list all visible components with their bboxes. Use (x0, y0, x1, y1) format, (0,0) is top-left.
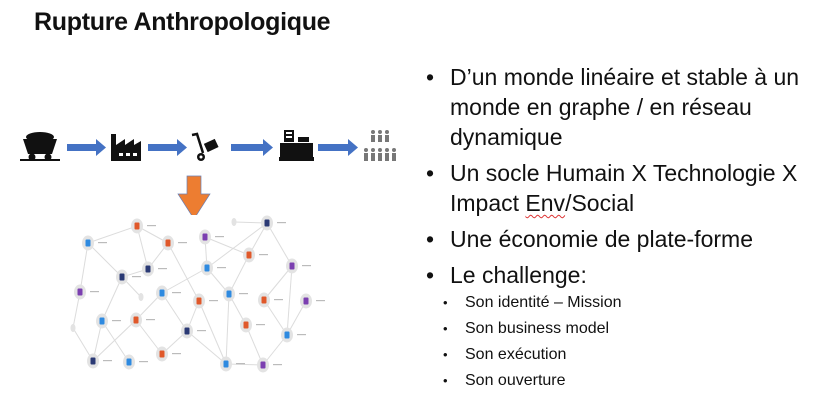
network-node-icon (156, 285, 181, 301)
bullet-text: /Social (565, 190, 635, 216)
bullet-list: D’un monde linéaire et stable à un monde… (424, 62, 834, 394)
network-edge (161, 267, 208, 294)
network-node-icon (130, 312, 155, 328)
network-node-icon (281, 327, 306, 343)
network-edge (198, 300, 227, 365)
network-edge (266, 222, 293, 267)
network-edge (228, 254, 250, 295)
factory-icon (111, 134, 141, 161)
network-edge (87, 242, 123, 278)
network-edge (245, 324, 264, 366)
bullet-item: Une économie de plate-forme (424, 224, 834, 254)
arrow-icon (148, 139, 187, 156)
network-edge (206, 222, 268, 269)
bullet-item: Le challenge: (424, 260, 834, 290)
network-node-icon (181, 323, 206, 339)
network-edge (263, 299, 288, 336)
network-edge (101, 320, 130, 363)
network-node-icon (74, 284, 99, 300)
hand-truck-icon (191, 132, 219, 161)
network-edge (186, 330, 227, 365)
network-edge (79, 242, 89, 293)
network-edge (204, 236, 250, 256)
network-edge (225, 363, 264, 366)
network-node-icon (258, 292, 283, 308)
network-node-icon (116, 269, 141, 285)
down-arrow-icon (177, 175, 211, 215)
network-edge (225, 293, 230, 365)
network-node-icon (300, 293, 325, 309)
network-node-icon (82, 235, 107, 251)
network-node-icon (193, 293, 218, 309)
network-node-icon (142, 261, 167, 277)
network-node-icon (286, 258, 311, 274)
bullet-item: Un socle Humain X Technologie X Impact E… (424, 158, 834, 218)
value-chain-flow (20, 130, 396, 215)
sub-bullet-item: Son identité – Mission (424, 290, 834, 316)
network-edge (263, 265, 293, 301)
network-edge (136, 225, 149, 270)
network-node-dot (231, 218, 237, 226)
network-node-icon (243, 247, 268, 263)
network-edge (101, 276, 123, 322)
sub-bullet-item: Son exécution (424, 342, 834, 368)
network-node-icon (131, 218, 156, 234)
bullet-item: D’un monde linéaire et stable à un monde… (424, 62, 834, 152)
arrow-icon (318, 139, 358, 156)
network-node-icon (156, 346, 181, 362)
network-node-dot (70, 324, 76, 332)
network-node-icon (199, 229, 224, 245)
people-group-icon (364, 130, 396, 161)
cash-register-icon (279, 130, 314, 161)
network-node-icon (201, 260, 226, 276)
sub-bullet-item: Son ouverture (424, 368, 834, 394)
network-node-icon (261, 215, 286, 231)
network-edge (87, 225, 138, 244)
sub-bullet-item: Son business model (424, 316, 834, 342)
network-edge (135, 319, 163, 355)
network-graph (70, 215, 325, 373)
network-node-icon (162, 235, 187, 251)
network-node-icon (123, 354, 148, 370)
slide-title: Rupture Anthropologique (34, 8, 331, 36)
bullet-text: Un socle Humain X Technologie X Impact (450, 160, 798, 216)
network-node-icon (220, 356, 245, 372)
network-edge (161, 292, 188, 332)
arrow-icon (231, 139, 273, 156)
mine-cart-icon (20, 132, 60, 161)
network-node-icon (96, 313, 121, 329)
network-edge (167, 242, 200, 302)
network-edge (286, 265, 293, 336)
network-node-icon (257, 357, 282, 373)
network-node-dot (138, 293, 144, 301)
network-node-icon (240, 317, 265, 333)
arrow-icon (67, 139, 106, 156)
spellcheck-word: Env (525, 190, 566, 216)
network-node-icon (87, 353, 112, 369)
network-node-icon (223, 286, 248, 302)
